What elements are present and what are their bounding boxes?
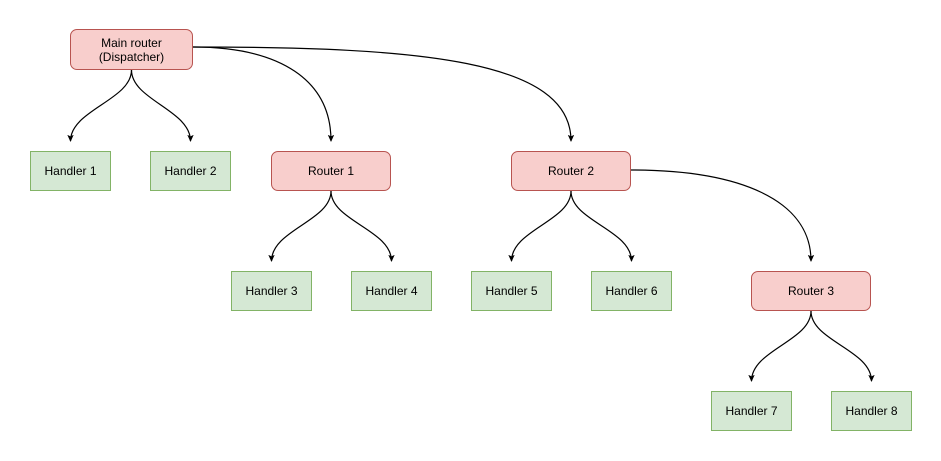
- node-handler6[interactable]: Handler 6: [591, 271, 672, 311]
- node-label-handler1: Handler 1: [44, 164, 97, 178]
- node-label-handler8: Handler 8: [845, 404, 898, 418]
- node-label-router2: Router 2: [547, 164, 595, 178]
- node-label-handler6: Handler 6: [605, 284, 658, 298]
- edge-paths: [67, 46, 875, 382]
- edge-router2-to-handler6: [570, 190, 635, 262]
- node-handler8[interactable]: Handler 8: [831, 391, 912, 431]
- edge-router3-to-handler8: [810, 310, 875, 382]
- edge-router1-to-handler3: [268, 190, 332, 262]
- node-label-handler3: Handler 3: [245, 284, 298, 298]
- node-handler4[interactable]: Handler 4: [351, 271, 432, 311]
- node-handler2[interactable]: Handler 2: [150, 151, 231, 191]
- edge-main-to-handler2: [130, 69, 194, 142]
- node-label-handler2: Handler 2: [164, 164, 217, 178]
- node-label-router3: Router 3: [787, 284, 835, 298]
- node-main[interactable]: Main router (Dispatcher): [70, 29, 193, 70]
- node-handler5[interactable]: Handler 5: [471, 271, 552, 311]
- node-router3[interactable]: Router 3: [751, 271, 871, 311]
- edge-router3-to-handler7: [748, 310, 812, 382]
- edge-router1-to-handler4: [330, 190, 395, 262]
- edge-main-to-router2: [192, 46, 575, 142]
- node-router2[interactable]: Router 2: [511, 151, 631, 191]
- node-label-handler4: Handler 4: [365, 284, 418, 298]
- edge-router2-to-router3: [630, 169, 815, 262]
- node-handler3[interactable]: Handler 3: [231, 271, 312, 311]
- node-label-handler7: Handler 7: [725, 404, 778, 418]
- edge-main-to-router1: [192, 46, 335, 142]
- edge-router2-to-handler5: [508, 190, 572, 262]
- node-handler1[interactable]: Handler 1: [30, 151, 111, 191]
- node-router1[interactable]: Router 1: [271, 151, 391, 191]
- node-handler7[interactable]: Handler 7: [711, 391, 792, 431]
- node-label-router1: Router 1: [307, 164, 355, 178]
- edge-main-to-handler1: [67, 69, 133, 142]
- node-label-main: Main router (Dispatcher): [98, 35, 165, 64]
- node-label-handler5: Handler 5: [485, 284, 538, 298]
